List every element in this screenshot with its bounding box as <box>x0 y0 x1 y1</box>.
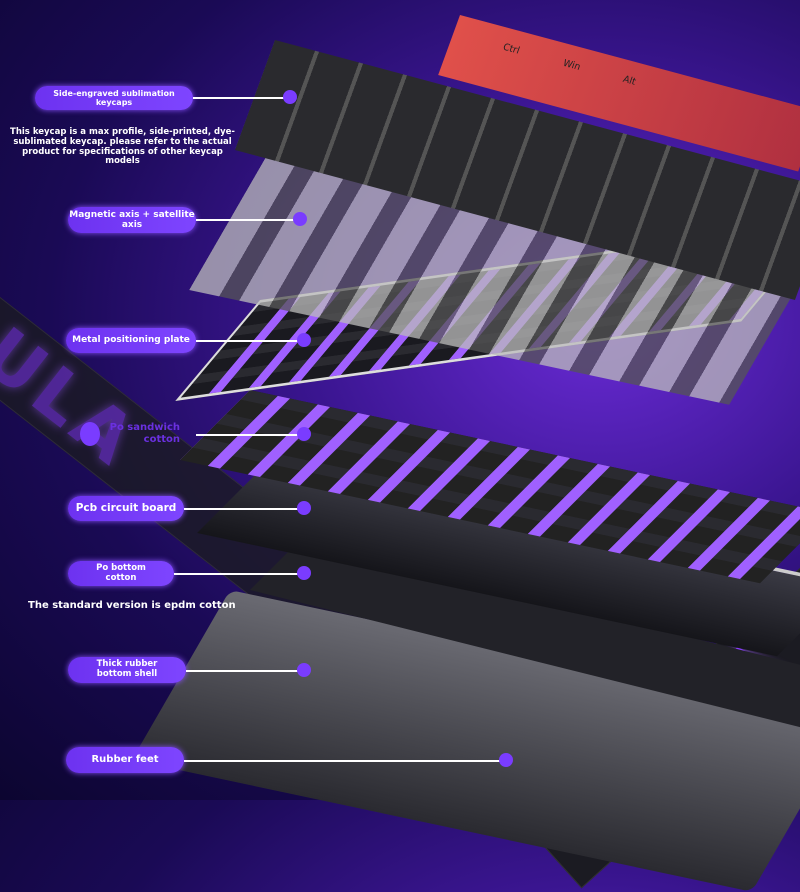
brand-logo: AULA <box>0 276 155 484</box>
leader-line <box>196 340 304 342</box>
leader-line <box>184 508 304 510</box>
label-bottom-shell: Thick rubber bottom shell <box>68 657 186 683</box>
marker-dot <box>80 422 100 446</box>
marker-dot <box>297 501 311 515</box>
marker-dot <box>293 212 307 226</box>
leader-line <box>196 434 304 436</box>
marker-dot <box>283 90 297 104</box>
leader-line <box>193 97 290 99</box>
leader-line <box>174 573 304 575</box>
marker-dot <box>499 753 513 767</box>
marker-dot <box>297 663 311 677</box>
marker-dot <box>297 333 311 347</box>
keycap-legend-alt: Alt <box>621 74 638 88</box>
label-rubber-feet: Rubber feet <box>66 747 184 773</box>
cotton-note: The standard version is epdm cotton <box>28 600 236 611</box>
marker-dot <box>297 427 311 441</box>
leader-line <box>186 670 304 672</box>
label-bottom-cotton: Po bottom cotton <box>68 561 174 586</box>
label-pcb: Pcb circuit board <box>68 496 184 521</box>
keycap-legend-ctrl: Ctrl <box>501 42 521 57</box>
label-plate: Metal positioning plate <box>66 328 196 353</box>
keycap-legend-win: Win <box>561 58 582 74</box>
leader-line <box>184 760 506 762</box>
label-switches: Magnetic axis + satellite axis <box>68 207 196 233</box>
leader-line <box>196 219 300 221</box>
marker-dot <box>297 566 311 580</box>
label-sandwich-cotton: Po sandwich cotton <box>109 422 180 445</box>
label-keycaps: Side-engraved sublimation keycaps <box>35 86 193 110</box>
keycap-note: This keycap is a max profile, side-print… <box>10 127 235 167</box>
